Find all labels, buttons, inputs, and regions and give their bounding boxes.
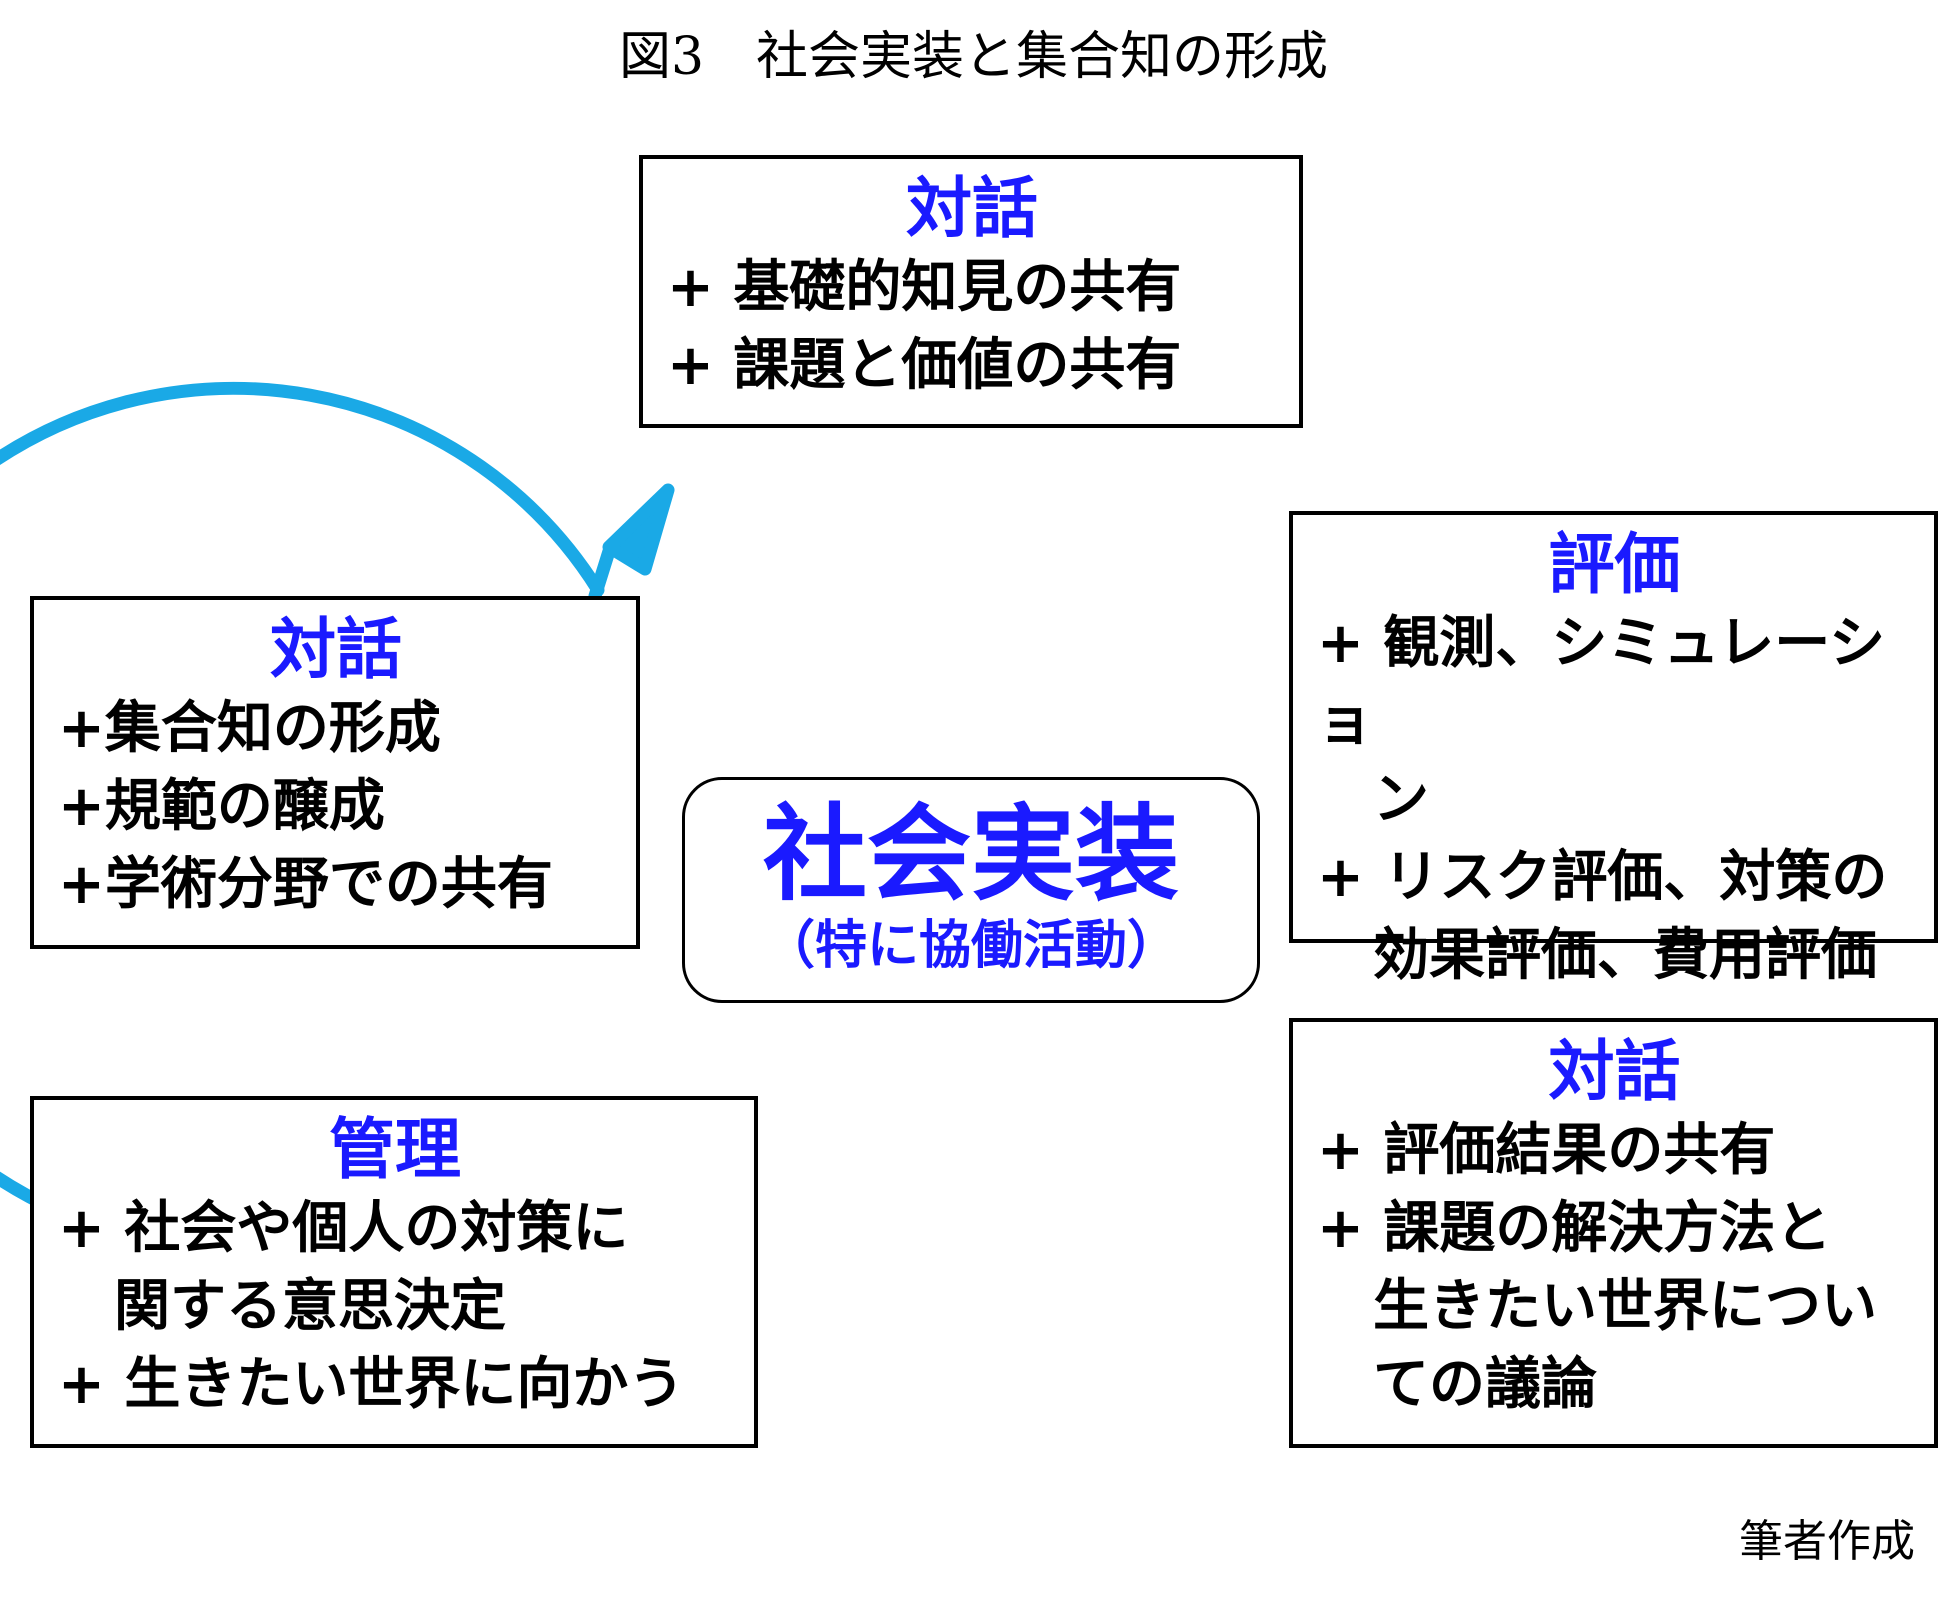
box-items: + 社会や個人の対策に 関する意思決定 + 生きたい世界に向かう: [58, 1190, 732, 1424]
box-items: + 基礎的知見の共有 + 課題と価値の共有: [667, 249, 1277, 405]
box-dialogue-right: 対話 + 評価結果の共有 + 課題の解決方法と 生きたい世界につい ての議論: [1289, 1018, 1938, 1448]
list-item: + リスク評価、対策の 効果評価、費用評価: [1317, 845, 1888, 988]
box-heading: 管理: [329, 1111, 461, 1188]
box-items: +集合知の形成 +規範の醸成 +学術分野での共有: [58, 690, 614, 924]
list-item: + 課題と価値の共有: [667, 333, 1182, 398]
box-heading: 対話: [1548, 1033, 1681, 1110]
figure-credit: 筆者作成: [1739, 1516, 1915, 1567]
list-item: +集合知の形成: [58, 696, 441, 761]
list-item: +学術分野での共有: [58, 852, 553, 917]
list-item: + 観測、シミュレーショ ン: [1317, 611, 1886, 832]
list-item: + 基礎的知見の共有: [667, 255, 1182, 320]
list-item: + 社会や個人の対策に 関する意思決定: [58, 1196, 629, 1339]
list-item: +規範の醸成: [58, 774, 385, 839]
center-title: 社会実装: [762, 793, 1179, 915]
box-management: 管理 + 社会や個人の対策に 関する意思決定 + 生きたい世界に向かう: [30, 1096, 758, 1448]
box-dialogue-left: 対話 +集合知の形成 +規範の醸成 +学術分野での共有: [30, 596, 640, 949]
box-dialogue-top: 対話 + 基礎的知見の共有 + 課題と価値の共有: [639, 155, 1303, 428]
box-heading: 対話: [906, 170, 1038, 247]
list-item: + 生きたい世界に向かう: [58, 1352, 685, 1417]
box-items: + 評価結果の共有 + 課題の解決方法と 生きたい世界につい ての議論: [1317, 1112, 1912, 1424]
center-box: 社会実装 （特に協働活動）: [682, 777, 1260, 1003]
circular-arrow-icon: [588, 483, 675, 603]
list-item: + 評価結果の共有: [1317, 1118, 1776, 1183]
figure-title: 図3 社会実装と集合知の形成: [618, 27, 1329, 87]
list-item: + 課題の解決方法と 生きたい世界につい ての議論: [1317, 1196, 1877, 1417]
center-subtitle: （特に協働活動）: [762, 916, 1179, 976]
box-items: + 観測、シミュレーショ ン + リスク評価、対策の 効果評価、費用評価: [1317, 605, 1912, 995]
box-heading: 対話: [270, 611, 402, 688]
box-heading: 評価: [1548, 526, 1681, 603]
box-evaluation: 評価 + 観測、シミュレーショ ン + リスク評価、対策の 効果評価、費用評価: [1289, 511, 1938, 988]
